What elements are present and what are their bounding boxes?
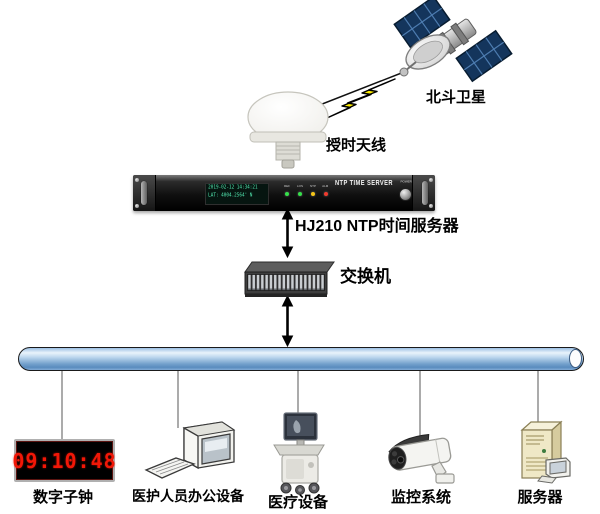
- ntp-led: [310, 192, 315, 196]
- digital-clock-label: 数字子钟: [32, 489, 93, 506]
- antenna-label: 授时天线: [325, 137, 386, 154]
- pipe-end-cap: [569, 349, 582, 368]
- office-computer-icon: [144, 421, 236, 479]
- surveillance-camera-label: 监控系统: [390, 489, 451, 506]
- los-led: [297, 192, 302, 196]
- digital-clock: 09:10:48: [12, 439, 117, 482]
- lcd-line-datetime: 2019-02-12 14:34:21: [208, 184, 258, 191]
- server-tower-icon: [520, 420, 571, 484]
- panel-title: NTP TIME SERVER: [335, 180, 393, 187]
- timing-antenna-icon: [247, 91, 329, 169]
- power-label: POWER: [400, 180, 412, 184]
- power-button-group: POWER: [396, 181, 414, 201]
- lcd-line-latitude: LAT: 4004.2564' N: [208, 192, 253, 199]
- lcd-display: 2019-02-12 14:34:21 LAT: 4004.2564' N: [205, 183, 269, 205]
- rack-handle-right: [422, 181, 428, 205]
- led-label: LOS: [296, 185, 303, 188]
- rack-ear-left: [133, 175, 156, 211]
- rack-ear-right: [412, 175, 435, 211]
- medical-equipment-label: 医疗设备: [267, 494, 328, 511]
- server-switch-arrow: [281, 207, 294, 259]
- medical-equipment-icon: [273, 412, 325, 495]
- ethernet-switch-icon: [244, 261, 335, 297]
- surveillance-camera-icon: [388, 433, 455, 484]
- clock-time: 09:10:48: [12, 448, 117, 473]
- switch-label: 交换机: [340, 267, 391, 286]
- satellite-dish: [405, 34, 451, 70]
- ref-led: [284, 192, 289, 196]
- led-label: REF: [283, 185, 290, 188]
- beidou-satellite-icon: [393, 0, 513, 83]
- server-tower-label: 服务器: [517, 489, 563, 506]
- ntp-time-server-unit: 2019-02-12 14:34:21 LAT: 4004.2564' N RE…: [133, 175, 435, 211]
- rack-handle-left: [141, 181, 147, 205]
- network-bus-pipe: [18, 347, 584, 371]
- led-label: ALM: [322, 185, 329, 188]
- led-label: NTP: [309, 185, 316, 188]
- alm-led: [323, 192, 328, 196]
- ntp-server-label: HJ210 NTP时间服务器: [295, 218, 459, 235]
- power-button[interactable]: [398, 188, 412, 201]
- lightning-bolt-icon: [326, 78, 396, 119]
- switch-bus-arrow: [281, 294, 294, 348]
- satellite-label: 北斗卫星: [425, 89, 486, 106]
- office-computer-label: 医护人员办公设备: [132, 488, 244, 504]
- status-leds: REF LOS NTP ALM: [282, 185, 330, 196]
